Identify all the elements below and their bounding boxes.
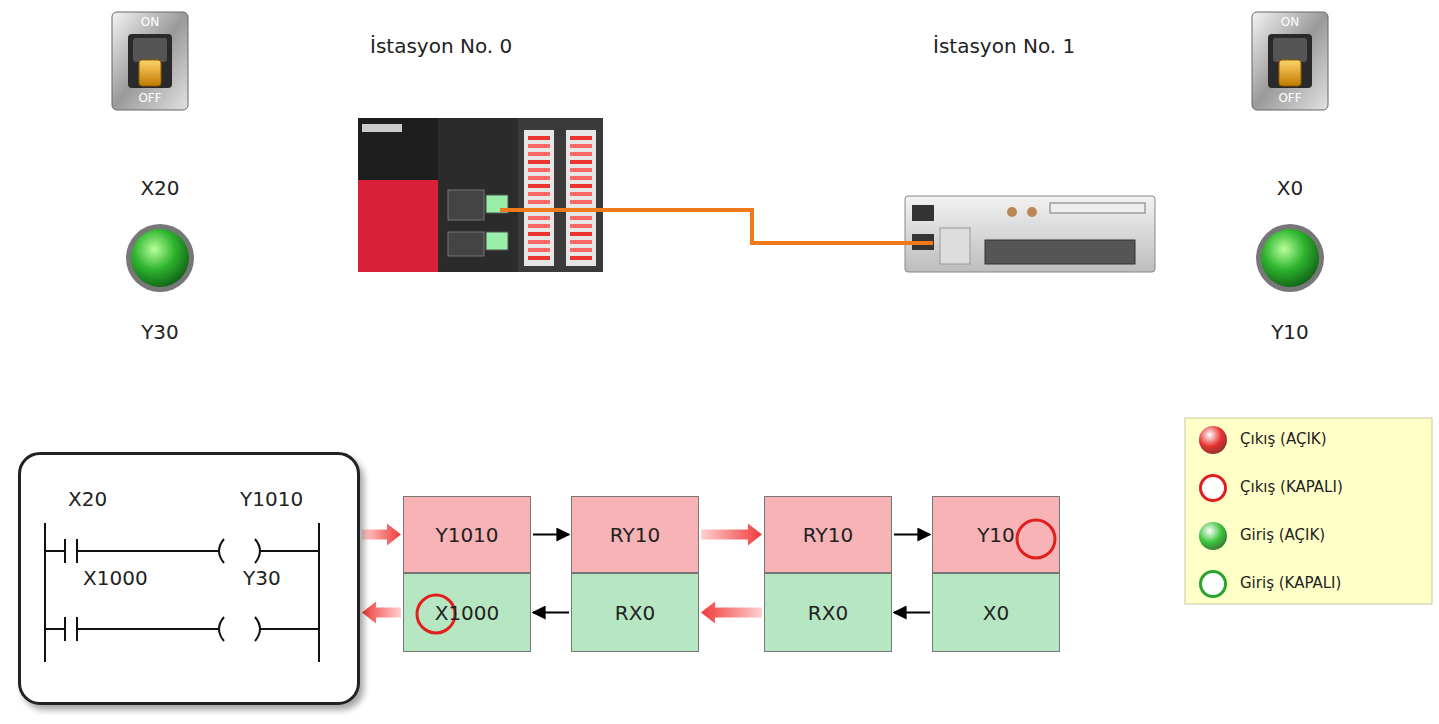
legend-swatch <box>1199 426 1227 454</box>
legend-text: Çıkış (AÇIK) <box>1240 430 1327 448</box>
device-address: Y10 <box>1271 320 1309 344</box>
input-device: X0 <box>932 573 1060 652</box>
device-label: X1000 <box>435 601 500 625</box>
input-device: X1000 <box>403 573 531 652</box>
transfer-arrow <box>701 524 762 546</box>
device-address: Y30 <box>141 320 179 344</box>
transfer-arrow <box>362 602 401 624</box>
transfer-arrow <box>701 602 762 624</box>
legend-text: Giriş (AÇIK) <box>1240 526 1325 544</box>
switch-state: OFF <box>138 91 161 105</box>
contact-address: Y30 <box>243 566 281 590</box>
refresh-arrow <box>533 612 569 614</box>
refresh-arrow <box>894 612 930 614</box>
output-device: Y1010 <box>403 496 531 573</box>
lamp-rim <box>1256 224 1324 292</box>
device-label: RX0 <box>808 601 848 625</box>
remote-io-module <box>905 196 1155 272</box>
toggle-switch <box>1252 12 1328 110</box>
toggle-switch <box>112 12 188 110</box>
device-label: RY10 <box>803 523 853 547</box>
device-label: Y10 <box>977 523 1015 547</box>
link-input: RX0 <box>571 573 699 652</box>
output-device: Y10 <box>932 496 1060 573</box>
transfer-arrow <box>362 524 401 546</box>
indicator-lamp <box>131 229 189 287</box>
link-output: RY10 <box>571 496 699 573</box>
plc-cpu <box>358 118 603 272</box>
link-input: RX0 <box>764 573 892 652</box>
device-label: Y1010 <box>435 523 498 547</box>
device-address: X20 <box>140 176 179 200</box>
legend-panel <box>1185 418 1432 604</box>
indicator-lamp <box>1261 229 1319 287</box>
device-label: X0 <box>983 601 1009 625</box>
switch-state: ON <box>141 15 159 29</box>
device-label: RX0 <box>615 601 655 625</box>
refresh-arrow <box>894 534 930 536</box>
legend-text: Giriş (KAPALI) <box>1240 574 1341 592</box>
device-address: X0 <box>1277 176 1303 200</box>
legend-ring <box>1199 474 1227 502</box>
contact-address: X20 <box>68 487 107 511</box>
station-label: İstasyon No. 1 <box>933 34 1075 58</box>
legend-text: Çıkış (KAPALI) <box>1240 478 1343 496</box>
led-row <box>528 136 592 260</box>
link-output: RY10 <box>764 496 892 573</box>
legend-swatch <box>1199 522 1227 550</box>
ladder-program: X20 Y1010X1000 Y30 <box>18 452 360 705</box>
switch-state: OFF <box>1278 91 1301 105</box>
lamp-rim <box>126 224 194 292</box>
network-cable <box>500 210 933 243</box>
contact-address: Y1010 <box>240 487 303 511</box>
contact-address: X1000 <box>83 566 148 590</box>
device-label: RY10 <box>610 523 660 547</box>
switch-state: ON <box>1281 15 1299 29</box>
legend-ring <box>1199 570 1227 598</box>
refresh-arrow <box>533 534 569 536</box>
station-label: İstasyon No. 0 <box>370 34 512 58</box>
